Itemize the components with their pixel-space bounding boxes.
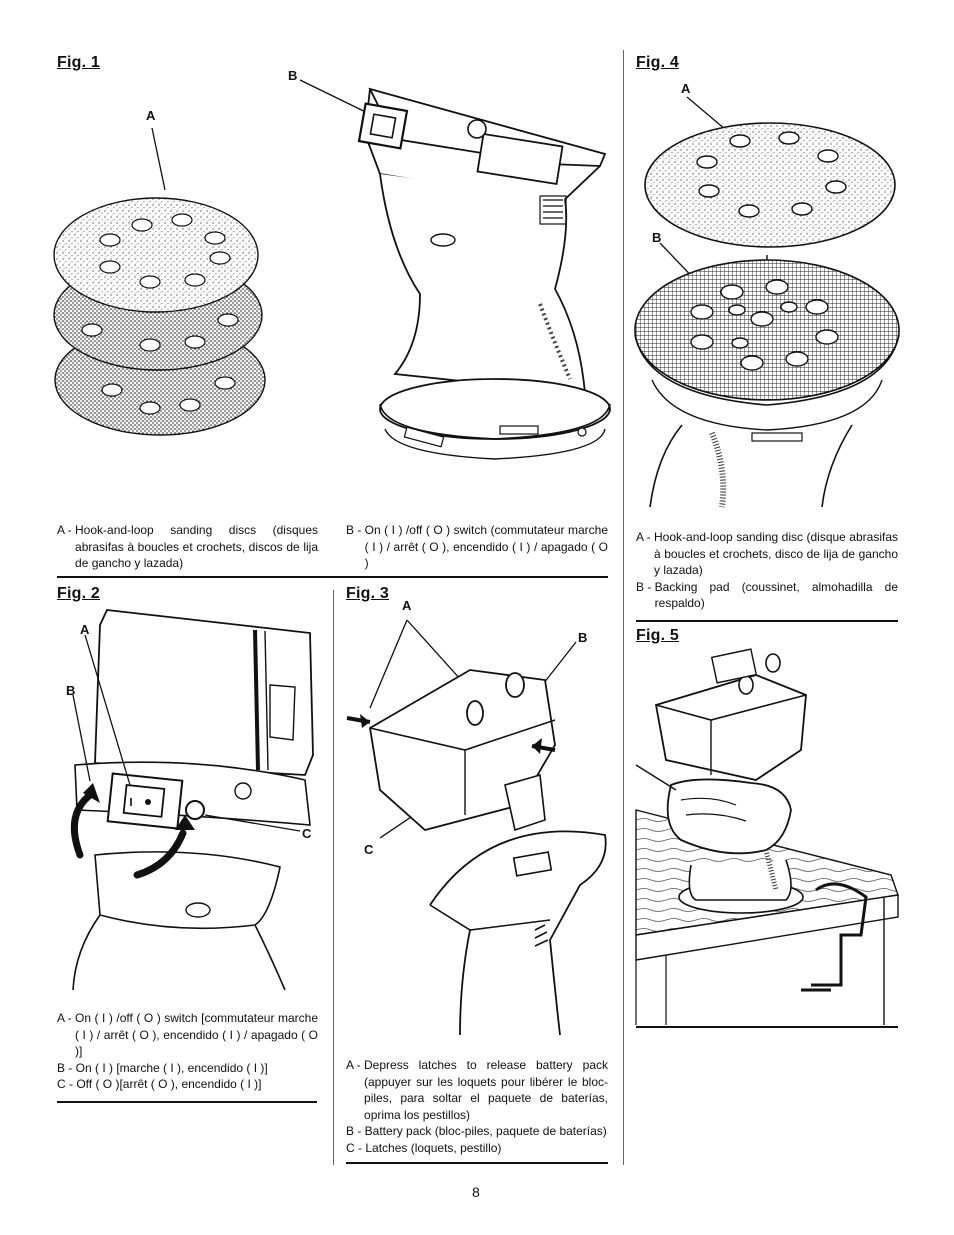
fig4-bottom-rule	[636, 620, 898, 622]
fig4-caption-a: A - Hook-and-loop sanding disc (disque a…	[636, 530, 898, 577]
fig2-switch-illustration	[70, 609, 314, 991]
fig4-caption-b: B - Backing pad (coussinet, almohadilla …	[636, 579, 898, 611]
fig1-caption-a: A - Hook-and-loop sanding discs (disques…	[57, 523, 318, 570]
fig3-label-a: A	[402, 598, 412, 613]
fig1-sander-illustration	[299, 79, 611, 460]
fig4-label-b: B	[652, 230, 662, 245]
fig1-sanding-discs-illustration	[53, 127, 266, 436]
fig3-battery-illustration	[346, 619, 607, 1036]
fig2-title: Fig. 2	[57, 585, 100, 602]
fig2-bottom-rule	[57, 1101, 317, 1103]
fig5-title: Fig. 5	[636, 627, 679, 644]
fig2-label-c: C	[302, 826, 312, 841]
fig1-bottom-rule	[57, 576, 608, 578]
fig5-bottom-rule	[636, 1026, 898, 1028]
fig3-title: Fig. 3	[346, 585, 389, 602]
fig2-captions: A - On ( I ) /off ( O ) switch [commutat…	[57, 1010, 318, 1093]
fig4-captions: A - Hook-and-loop sanding disc (disque a…	[636, 529, 898, 612]
fig3-label-b: B	[578, 630, 588, 645]
fig3-captions: A - Depress latches to release battery p…	[346, 1057, 608, 1156]
fig3-caption-b: B - Battery pack (bloc-piles, paquete de…	[346, 1124, 607, 1138]
column-divider-right	[623, 50, 624, 1165]
fig4-backing-pad-illustration	[634, 96, 900, 508]
fig4-title: Fig. 4	[636, 54, 679, 71]
fig1-label-a: A	[146, 108, 156, 123]
fig1-title: Fig. 1	[57, 54, 100, 71]
fig1-label-b: B	[288, 68, 298, 83]
column-divider-left	[333, 590, 334, 1165]
page-number: 8	[472, 1184, 480, 1200]
fig5-sanding-workpiece-illustration	[635, 648, 899, 1025]
fig4-label-a: A	[681, 81, 691, 96]
fig3-label-c: C	[364, 842, 374, 857]
fig3-caption-c: C - Latches (loquets, pestillo)	[346, 1140, 502, 1155]
fig2-caption-a: A - On ( I ) /off ( O ) switch [commutat…	[57, 1011, 318, 1058]
fig3-bottom-rule	[346, 1162, 608, 1164]
fig2-label-b: B	[66, 683, 76, 698]
fig2-caption-b: B - On ( I ) [marche ( I ), encendido ( …	[57, 1060, 268, 1075]
fig1-caption-b: B - On ( I ) /off ( O ) switch (commutat…	[346, 523, 608, 570]
fig2-caption-c: C - Off ( O )[arrêt ( O ), encendido ( I…	[57, 1077, 262, 1091]
fig3-caption-a: A - Depress latches to release battery p…	[346, 1058, 608, 1122]
fig2-label-a: A	[80, 622, 90, 637]
